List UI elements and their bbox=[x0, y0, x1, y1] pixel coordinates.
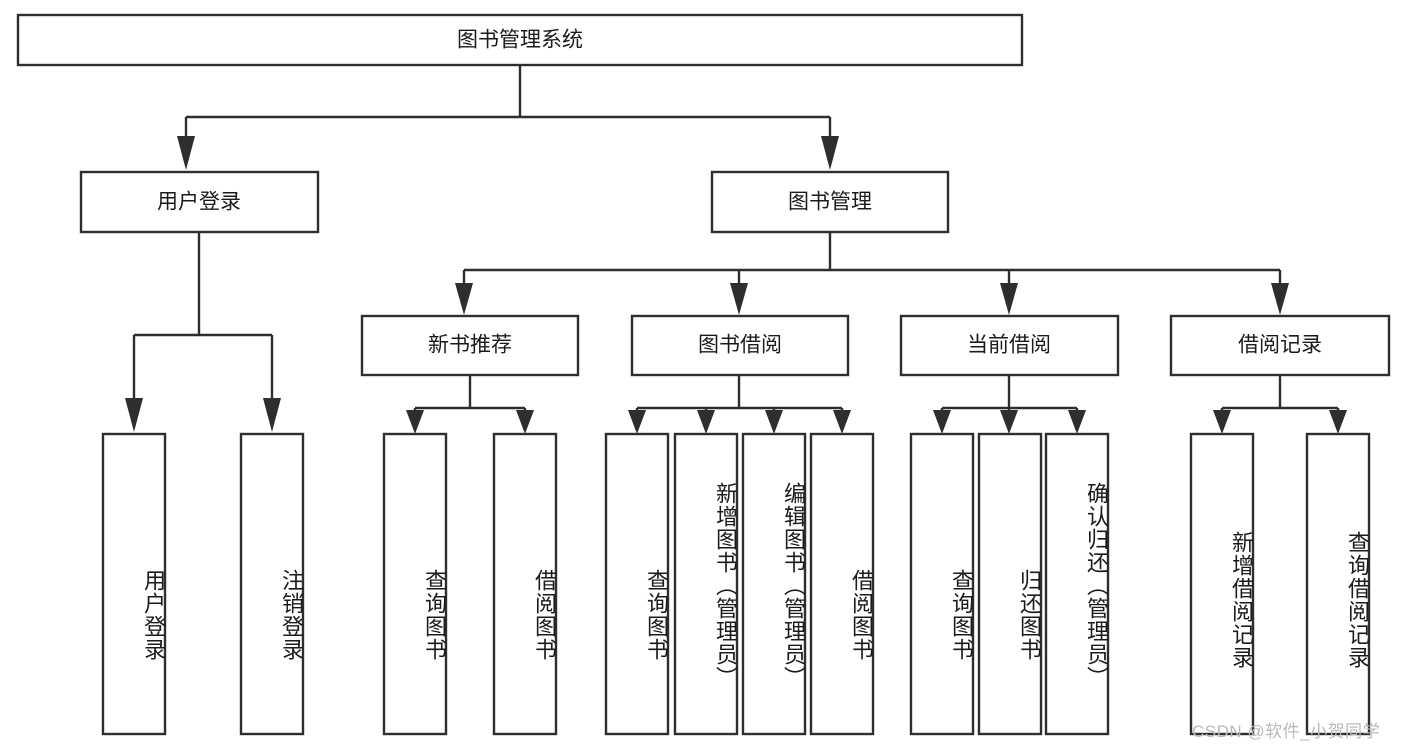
connector-book-borrow-to-leaves bbox=[628, 375, 851, 434]
connector-borrow-record-to-leaves bbox=[1213, 375, 1347, 434]
leaf-boxes-new-book-recommend bbox=[382, 432, 558, 736]
arrow-head-icon bbox=[455, 283, 473, 315]
node-root[interactable]: 图书管理系统 bbox=[16, 13, 1024, 67]
node-box bbox=[360, 314, 580, 377]
connector-root-to-level2 bbox=[177, 65, 839, 170]
connector-book-manage-to-level3 bbox=[455, 232, 1289, 315]
leaf-boxes-current-borrow bbox=[909, 432, 1110, 736]
node-label: 用户登录 bbox=[157, 191, 241, 214]
arrow-head-icon bbox=[406, 410, 424, 434]
arrow-head-icon bbox=[933, 410, 951, 434]
leaf-box[interactable] bbox=[101, 432, 167, 736]
arrow-head-icon bbox=[263, 398, 281, 432]
arrow-head-icon bbox=[821, 136, 839, 170]
node-user-login[interactable]: 用户登录 bbox=[79, 170, 320, 234]
leaf-box[interactable] bbox=[909, 432, 975, 736]
node-book-management[interactable]: 图书管理 bbox=[710, 170, 950, 234]
arrow-head-icon bbox=[1000, 283, 1018, 315]
arrow-head-icon bbox=[628, 410, 646, 434]
arrow-head-icon bbox=[177, 136, 195, 170]
node-label: 图书管理系统 bbox=[457, 29, 583, 52]
leaf-box[interactable] bbox=[1189, 432, 1255, 736]
leaf-box[interactable] bbox=[673, 432, 739, 736]
node-box bbox=[79, 170, 320, 234]
leaf-boxes-user-login bbox=[101, 432, 305, 736]
node-label: 当前借阅 bbox=[967, 334, 1051, 357]
node-box bbox=[710, 170, 950, 234]
arrow-head-icon bbox=[730, 283, 748, 315]
arrow-head-icon bbox=[1329, 410, 1347, 434]
node-new-book-recommend[interactable]: 新书推荐 bbox=[360, 314, 580, 377]
arrow-head-icon bbox=[125, 398, 143, 432]
node-borrow-record[interactable]: 借阅记录 bbox=[1169, 314, 1391, 377]
arrow-head-icon bbox=[516, 410, 534, 434]
node-box bbox=[630, 314, 850, 377]
leaf-box[interactable] bbox=[382, 432, 448, 736]
node-label: 图书管理 bbox=[788, 191, 872, 214]
arrow-head-icon bbox=[1213, 410, 1231, 434]
arrow-head-icon bbox=[833, 410, 851, 434]
leaf-box[interactable] bbox=[977, 432, 1043, 736]
arrow-head-icon bbox=[697, 410, 715, 434]
leaf-box[interactable] bbox=[239, 432, 305, 736]
leaf-boxes-borrow-record bbox=[1189, 432, 1371, 736]
leaf-box[interactable] bbox=[1044, 432, 1110, 736]
leaf-box[interactable] bbox=[604, 432, 670, 736]
leaf-boxes-book-borrow bbox=[604, 432, 875, 736]
node-label: 借阅记录 bbox=[1238, 334, 1322, 357]
node-label: 图书借阅 bbox=[698, 334, 782, 357]
node-book-borrow[interactable]: 图书借阅 bbox=[630, 314, 850, 377]
leaf-box[interactable] bbox=[1305, 432, 1371, 736]
node-current-borrow[interactable]: 当前借阅 bbox=[899, 314, 1120, 377]
node-label: 新书推荐 bbox=[428, 334, 512, 357]
node-box bbox=[16, 13, 1024, 67]
node-box bbox=[1169, 314, 1391, 377]
leaf-box[interactable] bbox=[741, 432, 807, 736]
leaf-box[interactable] bbox=[809, 432, 875, 736]
arrow-head-icon bbox=[1271, 283, 1289, 315]
connector-current-borrow-to-leaves bbox=[933, 375, 1086, 434]
arrow-head-icon bbox=[1068, 410, 1086, 434]
arrow-head-icon bbox=[1000, 410, 1018, 434]
connector-user-login-to-leaves bbox=[125, 232, 281, 432]
connector-new-book-to-leaves bbox=[406, 375, 534, 434]
leaf-box[interactable] bbox=[492, 432, 558, 736]
node-box bbox=[899, 314, 1120, 377]
arrow-head-icon bbox=[765, 410, 783, 434]
